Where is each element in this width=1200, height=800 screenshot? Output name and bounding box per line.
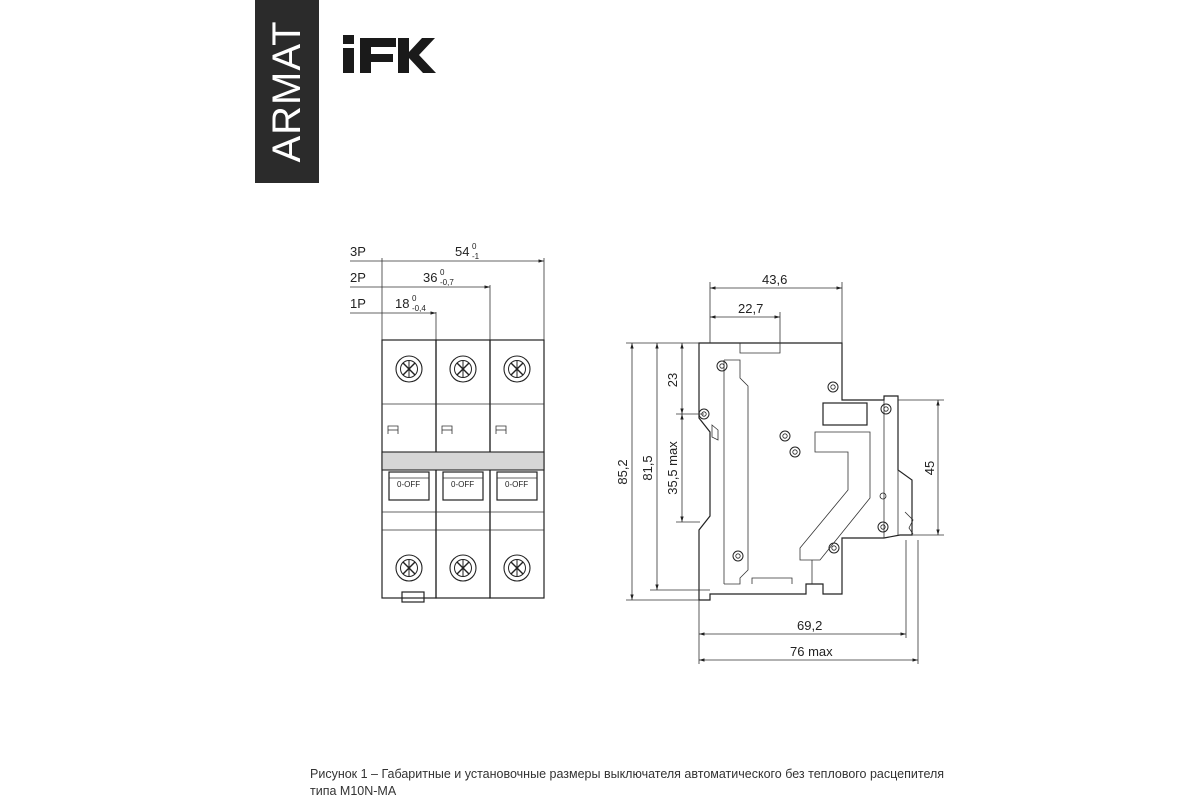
dim-height-81-5: 81,5	[640, 455, 655, 480]
row-label-3p: 3P	[350, 244, 366, 259]
caption-line-1: Рисунок 1 – Габаритные и установочные ра…	[310, 767, 945, 781]
dim-2p-tol-lower: -0,7	[440, 278, 454, 287]
side-view-breaker	[698, 342, 914, 601]
row-label-1p: 1P	[350, 296, 366, 311]
dim-3p-tol-lower: -1	[472, 252, 480, 261]
front-dimensions: 3P 2P 1P 54 0 -1 36 0 -0,7 18 0 -0,4	[350, 242, 545, 340]
side-dimensions: 43,6 22,7 85,2 81,5 35,5 max 23 45 69,2 …	[615, 272, 944, 664]
dim-depth-43-6: 43,6	[762, 272, 787, 287]
handle-label-3: 0-OFF	[505, 480, 528, 489]
brand-band: ARMAT	[255, 0, 319, 183]
dim-45: 45	[922, 461, 937, 475]
dim-2p-tol-upper: 0	[440, 268, 445, 277]
row-label-2p: 2P	[350, 270, 366, 285]
caption-line-2: типа M10N-MA	[310, 784, 397, 798]
figure-caption: Рисунок 1 – Габаритные и установочные ра…	[310, 766, 944, 800]
dim-1p-tol-upper: 0	[412, 294, 417, 303]
front-view-breaker	[382, 340, 544, 603]
iek-logo	[343, 35, 436, 73]
dim-depth-22-7: 22,7	[738, 301, 763, 316]
handle-label-2: 0-OFF	[451, 480, 474, 489]
dim-69-2: 69,2	[797, 618, 822, 633]
dim-76-max: 76 max	[790, 644, 833, 659]
dim-3p-tol-upper: 0	[472, 242, 477, 251]
handle-labels: 0-OFF 0-OFF 0-OFF	[397, 480, 528, 489]
dim-23: 23	[665, 373, 680, 387]
dim-1p-tol-lower: -0,4	[412, 304, 426, 313]
dim-35-5-max: 35,5 max	[665, 441, 680, 495]
dim-height-85-2: 85,2	[615, 459, 630, 484]
handle-label-1: 0-OFF	[397, 480, 420, 489]
dim-3p-width: 54	[455, 244, 469, 259]
dim-2p-width: 36	[423, 270, 437, 285]
dim-1p-width: 18	[395, 296, 409, 311]
